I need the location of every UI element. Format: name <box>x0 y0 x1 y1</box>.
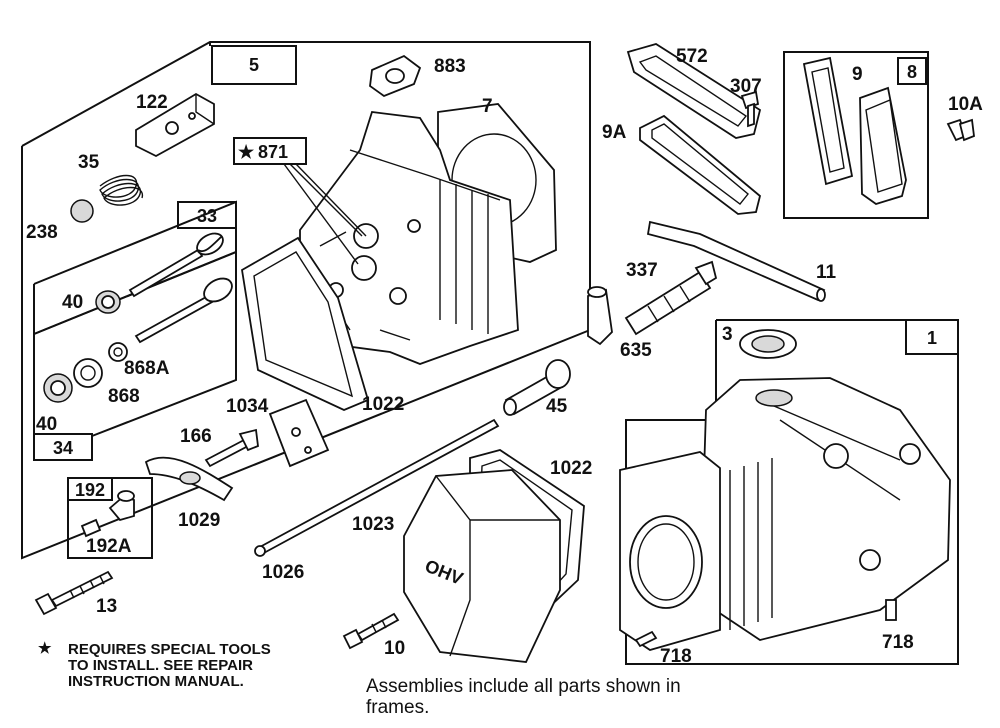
label-868: 868 <box>108 386 140 407</box>
label-10A: 10A <box>948 94 983 115</box>
dowel-pin-right <box>885 599 897 621</box>
spark-plug-boot <box>587 286 613 346</box>
label-868A: 868A <box>124 358 170 379</box>
label-718-right: 718 <box>882 632 914 653</box>
oil-seal <box>739 329 797 359</box>
part-labels: 122 35 238 40 868A 868 40 883 7 1022 103… <box>26 46 983 667</box>
dowel-pin-left <box>634 630 658 648</box>
valve-washer <box>108 342 128 362</box>
frame-5-label-box: 5 <box>211 45 297 85</box>
label-45: 45 <box>546 396 568 417</box>
intake-gasket <box>369 54 422 98</box>
star-icon: ★ <box>38 640 52 657</box>
breather-tube <box>646 220 826 302</box>
cover-screw <box>342 612 400 650</box>
assemblies-note-line2: frames. <box>366 697 430 718</box>
breather-gasket <box>626 43 762 139</box>
fitting-parts <box>80 490 135 538</box>
label-192A: 192A <box>86 536 132 557</box>
star-icon: ★ <box>238 142 255 162</box>
label-1026: 1026 <box>262 562 304 583</box>
spark-plug <box>624 260 718 336</box>
valve-keeper-top <box>95 290 121 314</box>
label-11: 11 <box>816 262 837 283</box>
intake-valve <box>128 232 224 298</box>
rocker-cover: OHV <box>403 469 561 663</box>
label-1034: 1034 <box>226 396 269 417</box>
label-3: 3 <box>722 324 733 345</box>
rocker-arm <box>144 456 234 502</box>
label-883: 883 <box>434 56 466 77</box>
push-rod <box>254 418 500 557</box>
rocker-cover-gasket-upper <box>241 236 370 411</box>
svg-text:871: 871 <box>258 142 288 162</box>
valve-spring <box>99 174 143 206</box>
breather-plate <box>268 398 330 468</box>
special-tools-note-line2: TO INSTALL. SEE REPAIR <box>68 657 254 674</box>
label-35: 35 <box>78 152 100 173</box>
label-1029: 1029 <box>178 510 220 531</box>
svg-text:1: 1 <box>927 328 937 348</box>
label-166: 166 <box>180 426 212 447</box>
svg-text:33: 33 <box>197 206 217 226</box>
svg-text:8: 8 <box>907 62 917 82</box>
breather-cover-screw <box>946 118 975 142</box>
special-tools-note-line3: INSTRUCTION MANUAL. <box>68 673 244 690</box>
label-635: 635 <box>620 340 652 361</box>
label-1022-upper: 1022 <box>362 394 404 415</box>
cylinder-head-frame <box>21 41 591 560</box>
cylinder-block <box>619 377 951 651</box>
exhaust-valve <box>134 277 233 344</box>
label-10: 10 <box>384 638 405 659</box>
assemblies-note-line1: Assemblies include all parts shown in <box>366 676 681 697</box>
head-bolt <box>34 570 114 616</box>
breather-gasket-9 <box>802 56 854 186</box>
label-40-top: 40 <box>62 292 83 313</box>
label-1023: 1023 <box>352 514 394 535</box>
valve-seal <box>73 358 103 388</box>
intake-valve-frame: 33 <box>33 200 237 335</box>
label-9A: 9A <box>602 122 627 143</box>
breather-frame: 8 <box>783 51 929 219</box>
rocker-bracket <box>135 92 215 158</box>
push-rod-tube <box>503 359 571 416</box>
svg-text:5: 5 <box>249 55 259 75</box>
breather-cover <box>859 86 907 205</box>
label-307: 307 <box>730 76 762 97</box>
valve-keeper-bottom <box>43 373 73 403</box>
label-238: 238 <box>26 222 58 243</box>
breather-plate-9a <box>639 114 762 215</box>
label-122: 122 <box>136 92 168 113</box>
label-718-left: 718 <box>660 646 692 667</box>
label-13: 13 <box>96 596 117 617</box>
label-40-bottom: 40 <box>36 414 57 435</box>
label-9: 9 <box>852 64 863 85</box>
svg-text:192: 192 <box>75 480 105 500</box>
rocker-stud <box>204 428 259 468</box>
special-tool-callout: ★ 871 <box>233 137 367 265</box>
breather-screw <box>740 90 760 128</box>
exhaust-valve-frame: 34 <box>33 250 237 461</box>
label-337: 337 <box>626 260 658 281</box>
special-tools-note-line1: REQUIRES SPECIAL TOOLS <box>68 641 271 658</box>
label-7: 7 <box>482 96 493 117</box>
svg-text:34: 34 <box>53 438 73 458</box>
label-572: 572 <box>676 46 708 67</box>
fitting-frame: 192 <box>67 477 153 559</box>
valve-cap <box>70 199 94 223</box>
label-1022-lower: 1022 <box>550 458 592 479</box>
